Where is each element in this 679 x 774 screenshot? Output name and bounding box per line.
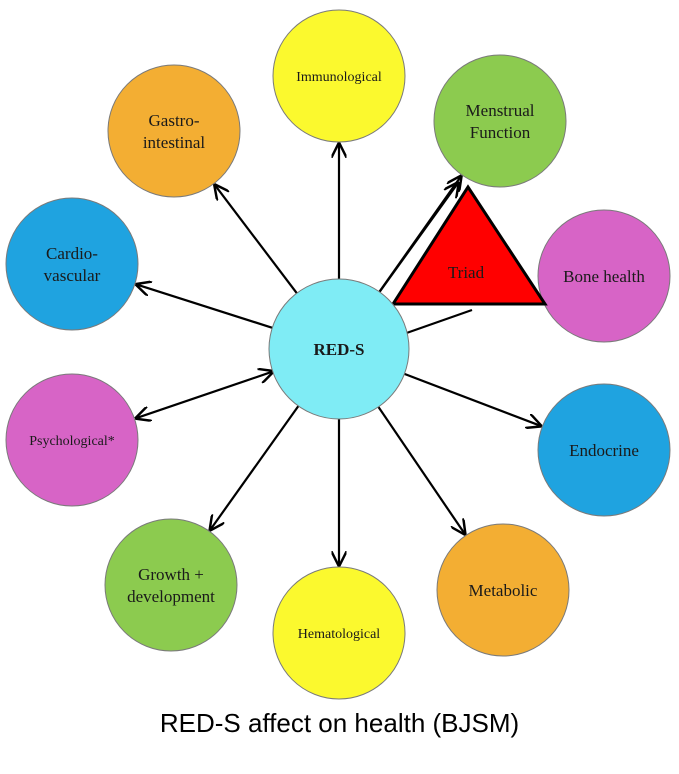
node-immunological: Immunological <box>272 9 406 143</box>
node-label: vascular <box>44 266 101 285</box>
caption: RED-S affect on health (BJSM) <box>159 708 520 738</box>
node-circle <box>104 518 238 652</box>
node-label: development <box>127 587 215 606</box>
arrow-growth-development <box>210 405 300 530</box>
node-cardiovascular: Cardio-vascular <box>5 197 139 331</box>
node-circle <box>272 9 406 143</box>
node-gastrointestinal: Gastro-intestinal <box>107 64 241 198</box>
node-label: Immunological <box>296 70 382 85</box>
node-circle <box>433 54 567 188</box>
node-label: Menstrual <box>466 101 535 120</box>
node-label: Gastro- <box>149 111 200 130</box>
node-growth-development: Growth + development <box>104 518 238 652</box>
node-label: Metabolic <box>469 581 538 600</box>
arrow-metabolic <box>377 406 464 534</box>
arrow-endocrine <box>404 372 540 426</box>
node-circle <box>537 209 671 343</box>
node-label: Function <box>470 123 531 142</box>
node-circle <box>436 523 570 657</box>
node-label: Bone health <box>563 267 645 286</box>
node-label: Hematological <box>298 627 381 642</box>
node-hematological: Hematological <box>272 566 406 700</box>
node-label: Psychological* <box>29 434 115 449</box>
center-circle <box>268 278 410 420</box>
triad-label: Triad <box>448 263 485 282</box>
node-psychological: Psychological* <box>5 373 139 507</box>
center-label: RED-S <box>313 340 364 359</box>
center-layer: RED-S <box>268 278 410 420</box>
node-label: intestinal <box>143 133 206 152</box>
triad-arrow-lower <box>397 308 473 338</box>
triad-arrow-upper <box>377 183 458 295</box>
node-label: Cardio- <box>46 244 98 263</box>
triad-layer: Triad <box>377 183 548 338</box>
node-bone-health: Bone health <box>537 209 671 343</box>
arrow-gastrointestinal <box>215 185 298 294</box>
node-label: Endocrine <box>569 441 639 460</box>
node-circle <box>107 64 241 198</box>
node-circle <box>272 566 406 700</box>
node-label: Growth + <box>138 565 204 584</box>
node-circle <box>5 373 139 507</box>
triad-triangle <box>390 184 548 306</box>
node-endocrine: Endocrine <box>537 383 671 517</box>
node-circle <box>537 383 671 517</box>
arrow-cardiovascular <box>137 285 273 329</box>
node-metabolic: Metabolic <box>436 523 570 657</box>
arrow-psychological <box>136 372 272 419</box>
node-circle <box>5 197 139 331</box>
